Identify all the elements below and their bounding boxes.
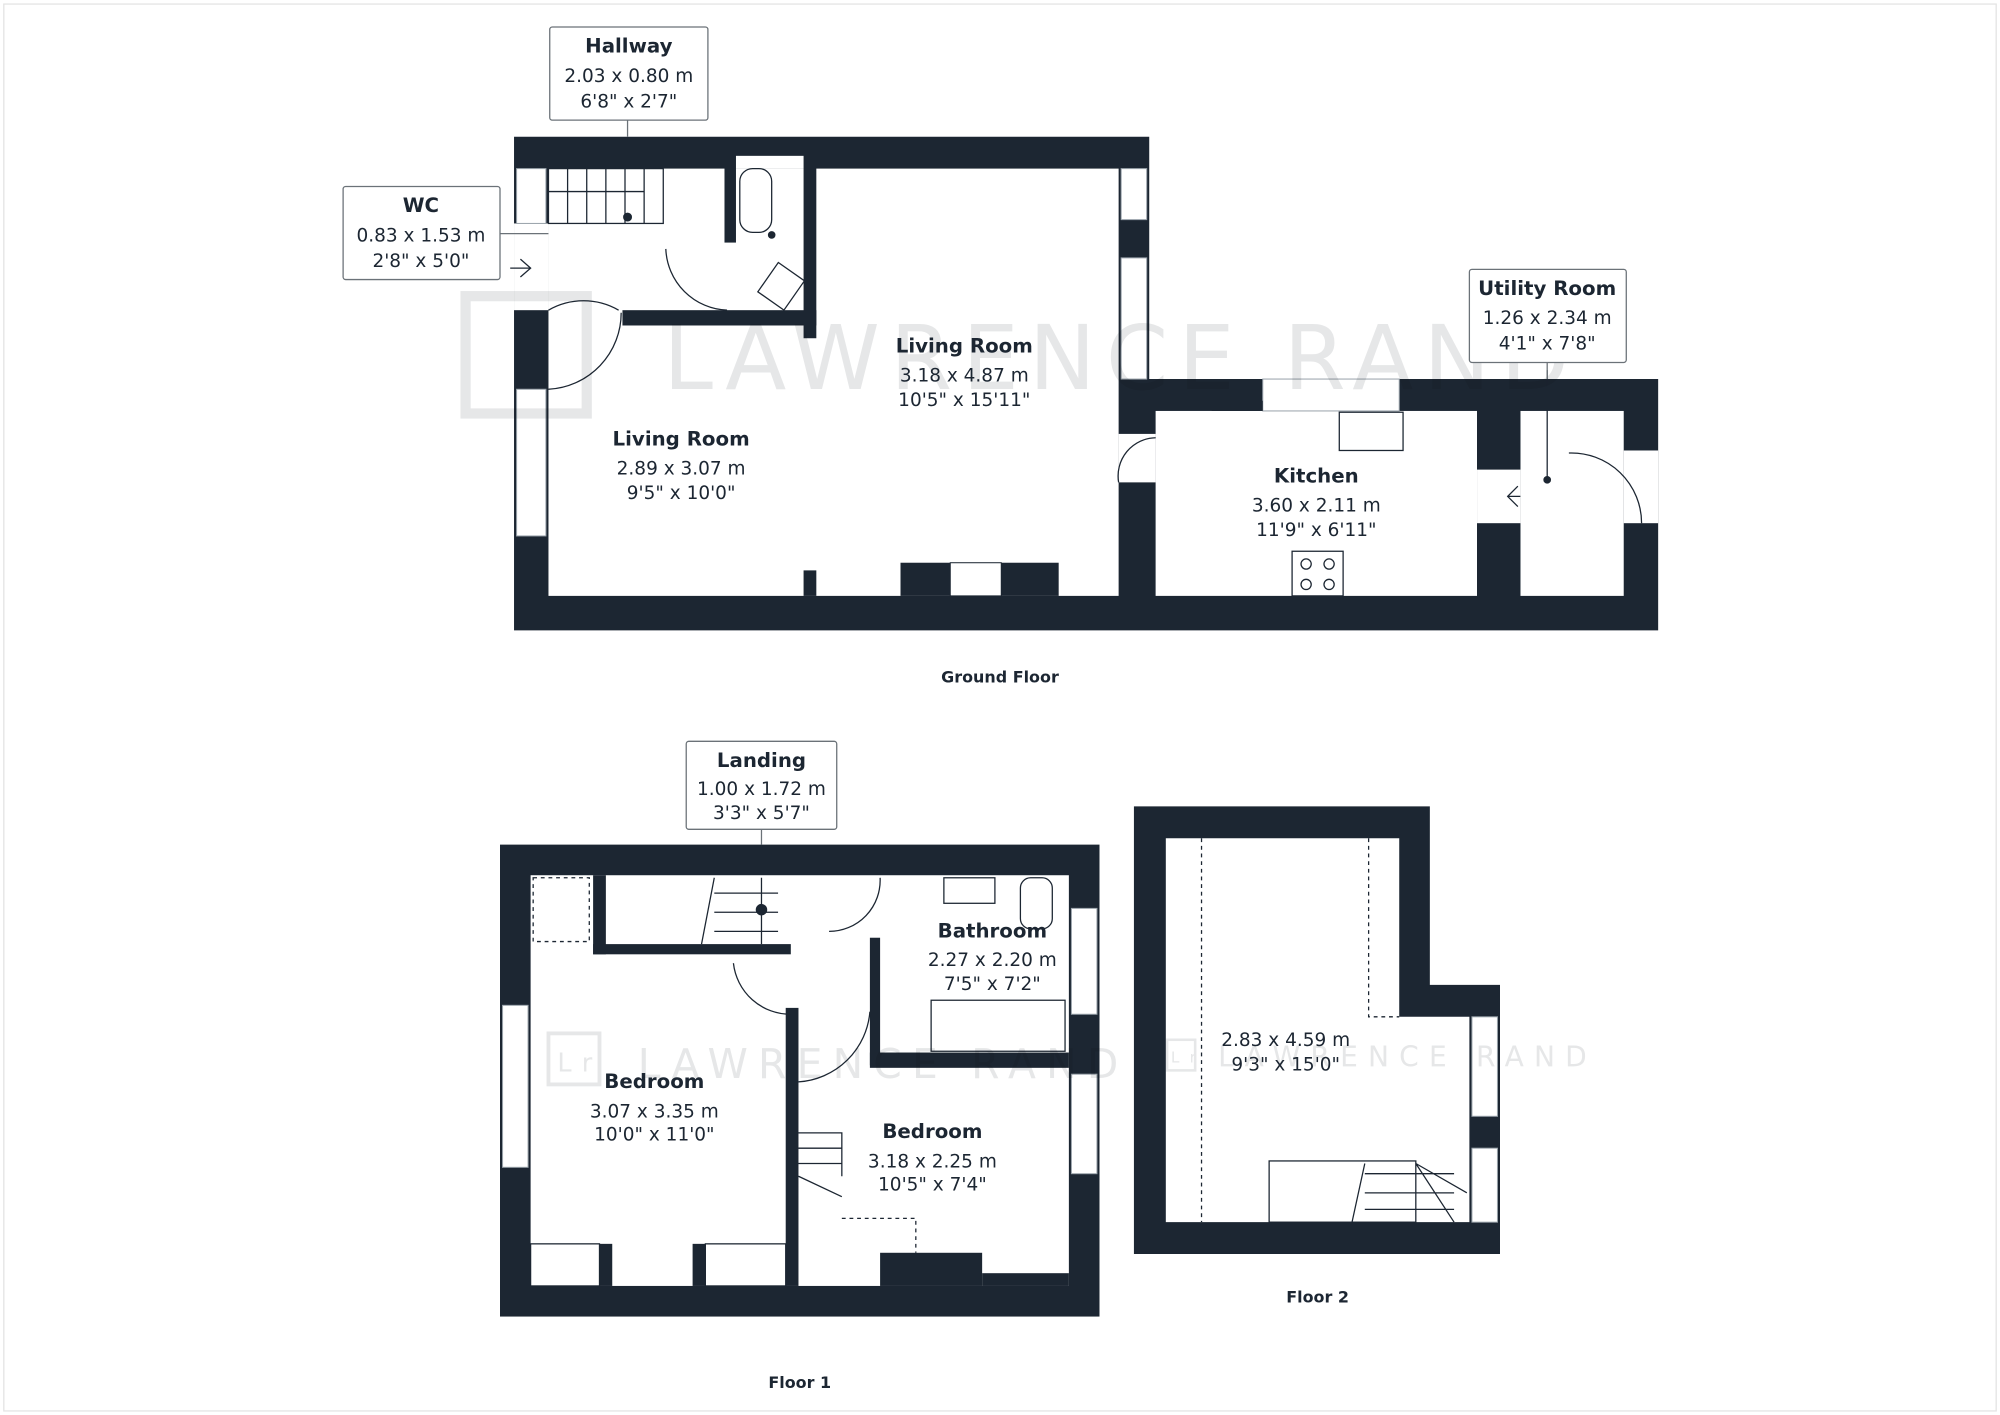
svg-text:2.89 x 3.07 m: 2.89 x 3.07 m (617, 459, 746, 480)
entrance-arrow-icon (510, 258, 532, 278)
svg-text:Living Room: Living Room (613, 427, 750, 450)
label-bathroom: Bathroom 2.27 x 2.20 m 7'5" x 7'2" (928, 920, 1057, 995)
floor-title-ground: Ground Floor (941, 668, 1059, 687)
page-border (3, 3, 1997, 1412)
svg-text:Utility Room: Utility Room (1478, 277, 1616, 300)
svg-text:6'8" x 2'7": 6'8" x 2'7" (580, 91, 677, 112)
watermark-mark: Lr (1171, 1049, 1206, 1067)
svg-text:3.18 x 4.87 m: 3.18 x 4.87 m (900, 366, 1029, 387)
svg-text:3.60 x 2.11 m: 3.60 x 2.11 m (1252, 496, 1381, 517)
svg-text:Landing: Landing (717, 749, 806, 772)
svg-text:2.27 x 2.20 m: 2.27 x 2.20 m (928, 950, 1057, 971)
svg-text:Bathroom: Bathroom (938, 920, 1047, 943)
label-wc: WC 0.83 x 1.53 m 2'8" x 5'0" (342, 185, 549, 281)
svg-text:Bedroom: Bedroom (882, 1120, 982, 1143)
svg-text:0.83 x 1.53 m: 0.83 x 1.53 m (356, 225, 485, 246)
label-kitchen: Kitchen 3.60 x 2.11 m 11'9" x 6'11" (1252, 464, 1381, 541)
svg-text:2'8" x 5'0": 2'8" x 5'0" (372, 251, 469, 272)
watermark-text: LAWRENCE RAND (663, 307, 1579, 411)
label-bedroom-2: Bedroom 3.18 x 2.25 m 10'5" x 7'4" (868, 1120, 997, 1195)
svg-text:Bedroom: Bedroom (604, 1070, 704, 1093)
label-hallway: Hallway 2.03 x 0.80 m 6'8" x 2'7" (549, 26, 709, 137)
svg-text:10'0" x 11'0": 10'0" x 11'0" (594, 1125, 714, 1146)
watermark-text: LAWRENCE RAND (1218, 1041, 1597, 1074)
label-landing: Landing 1.00 x 1.72 m 3'3" x 5'7" (685, 740, 838, 845)
svg-text:10'5" x 7'4": 10'5" x 7'4" (878, 1174, 987, 1195)
hob-icon (1291, 550, 1344, 597)
svg-text:2.03 x 0.80 m: 2.03 x 0.80 m (564, 66, 693, 87)
svg-text:3.07 x 3.35 m: 3.07 x 3.35 m (590, 1102, 719, 1123)
svg-text:9'5" x 10'0": 9'5" x 10'0" (627, 483, 736, 504)
svg-text:10'5" x 15'11": 10'5" x 15'11" (898, 390, 1030, 411)
floor-title-2: Floor 2 (1286, 1288, 1349, 1307)
label-living-room-2: Living Room 2.89 x 3.07 m 9'5" x 10'0" (613, 427, 750, 504)
svg-text:3'3" x 5'7": 3'3" x 5'7" (713, 803, 810, 824)
stairs-icon (700, 877, 843, 1198)
svg-text:1.26 x 2.34 m: 1.26 x 2.34 m (1483, 308, 1612, 329)
label-bedroom-1: Bedroom 3.07 x 3.35 m 10'0" x 11'0" (590, 1070, 719, 1145)
watermark-ground: LAWRENCE RAND (460, 291, 1579, 419)
stairs-icon (1268, 1160, 1468, 1223)
label-floor2-room: 2.83 x 4.59 m 9'3" x 15'0" (1221, 1030, 1350, 1075)
svg-text:1.00 x 1.72 m: 1.00 x 1.72 m (697, 779, 826, 800)
svg-text:Hallway: Hallway (585, 35, 672, 58)
svg-text:3.18 x 2.25 m: 3.18 x 2.25 m (868, 1151, 997, 1172)
svg-text:Living Room: Living Room (896, 334, 1033, 357)
svg-text:7'5" x 7'2": 7'5" x 7'2" (944, 974, 1041, 995)
watermark-text: LAWRENCE RAND (638, 1040, 1129, 1088)
svg-text:2.83 x 4.59 m: 2.83 x 4.59 m (1221, 1030, 1350, 1051)
watermark-floor2: Lr LAWRENCE RAND (1165, 1038, 1597, 1074)
floor-2-plan (1133, 806, 1500, 1255)
watermark-floor1: Lr LAWRENCE RAND (546, 1031, 1129, 1088)
label-utility-room: Utility Room 1.26 x 2.34 m 4'1" x 7'8" (1468, 268, 1627, 380)
svg-text:11'9" x 6'11": 11'9" x 6'11" (1256, 520, 1376, 541)
svg-text:Kitchen: Kitchen (1274, 464, 1359, 487)
label-living-room-1: Living Room 3.18 x 4.87 m 10'5" x 15'11" (896, 334, 1033, 411)
watermark-mark: Lr (557, 1049, 602, 1079)
floor-title-1: Floor 1 (768, 1373, 831, 1392)
svg-text:WC: WC (403, 194, 439, 217)
svg-text:4'1" x 7'8": 4'1" x 7'8" (1499, 334, 1596, 355)
svg-text:9'3" x 15'0": 9'3" x 15'0" (1231, 1054, 1340, 1075)
stairs-icon (547, 167, 664, 225)
